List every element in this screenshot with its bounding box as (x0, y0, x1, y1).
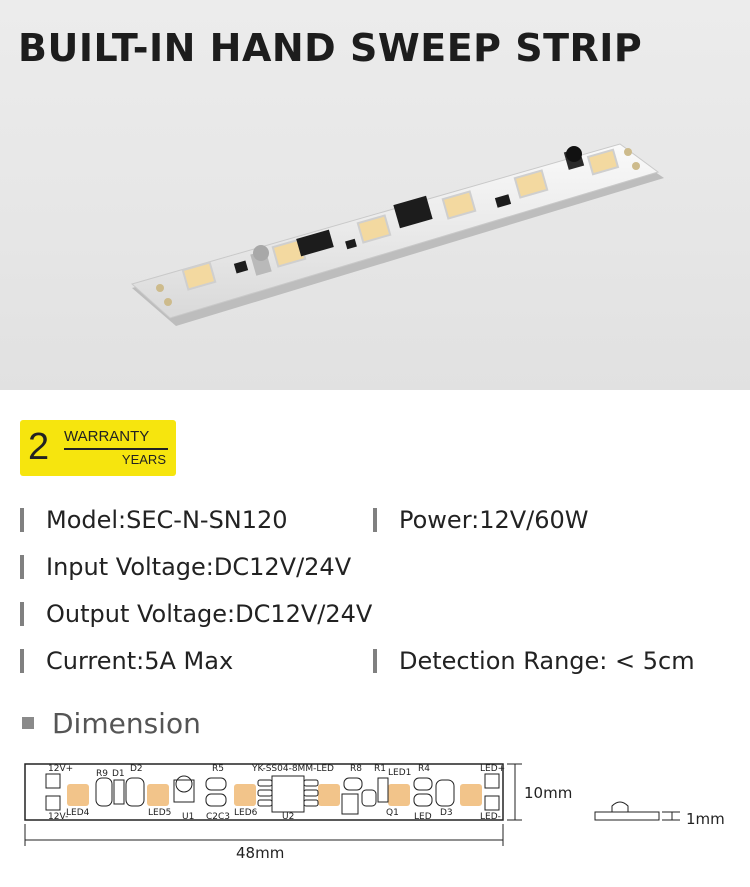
pcb-label: YK-SS04-8MM-LED (252, 764, 334, 774)
width-dimension-label: 10mm (524, 784, 573, 802)
spec-current-text: Current:5A Max (46, 647, 234, 675)
heading-bullet (22, 717, 34, 729)
pcb-label: 12V- (48, 812, 69, 822)
pcb-label: R9 (96, 769, 108, 779)
pcb-label: LED5 (148, 808, 172, 818)
product-photo: BUILT-IN HAND SWEEP STRIP (0, 0, 750, 390)
warranty-divider (64, 448, 168, 450)
spec-input-voltage: Input Voltage:DC12V/24V (20, 552, 351, 582)
spec-detection-range-text: Detection Range: < 5cm (399, 647, 695, 675)
spec-detection-range: Detection Range: < 5cm (373, 646, 695, 676)
spec-model-text: Model:SEC-N-SN120 (46, 506, 288, 534)
pcb-label: R1 (374, 764, 386, 774)
pcb-label: R4 (418, 764, 430, 774)
thickness-dimension-label: 1mm (686, 810, 725, 828)
spec-bullet (373, 508, 377, 532)
warranty-label: WARRANTY (64, 428, 150, 445)
led-strip-illustration (130, 143, 664, 326)
pcb-label: D3 (440, 808, 453, 818)
pcb-label: U2 (282, 812, 295, 822)
dimension-heading: Dimension (22, 706, 201, 740)
pcb-label: LED (414, 812, 432, 822)
pcb-label: Q1 (386, 808, 399, 818)
pcb-label: LED+ (480, 764, 506, 774)
spec-power: Power:12V/60W (373, 505, 589, 535)
spec-output-voltage-text: Output Voltage:DC12V/24V (46, 600, 373, 628)
pcb-label: 12V+ (48, 764, 74, 774)
pcb-label: U1 (182, 812, 195, 822)
warranty-years-label: YEARS (121, 452, 166, 467)
pcb-label: LED4 (66, 808, 90, 818)
pcb-label: LED6 (234, 808, 258, 818)
warranty-years-number: 2 (28, 426, 50, 468)
pcb-label: D1 (112, 769, 125, 779)
spec-current: Current:5A Max (20, 646, 233, 676)
pcb-label: D2 (130, 764, 143, 774)
length-dimension-label: 48mm (236, 844, 285, 862)
pcb-label: LED- (480, 812, 501, 822)
pcb-label: R8 (350, 764, 362, 774)
spec-bullet (20, 555, 24, 579)
dimension-drawing (24, 763, 680, 846)
pcb-label: LED1 (388, 768, 412, 778)
spec-power-text: Power:12V/60W (399, 506, 589, 534)
warranty-badge: 2 WARRANTY YEARS (20, 420, 176, 476)
spec-bullet (20, 602, 24, 626)
spec-output-voltage: Output Voltage:DC12V/24V (20, 599, 372, 629)
spec-bullet (20, 649, 24, 673)
pcb-label: C2C3 (206, 812, 231, 822)
page-title: BUILT-IN HAND SWEEP STRIP (18, 26, 643, 70)
spec-bullet (20, 508, 24, 532)
spec-bullet (373, 649, 377, 673)
pcb-label: R5 (212, 764, 224, 774)
spec-model: Model:SEC-N-SN120 (20, 505, 288, 535)
dimension-heading-text: Dimension (52, 706, 201, 740)
spec-input-voltage-text: Input Voltage:DC12V/24V (46, 553, 352, 581)
